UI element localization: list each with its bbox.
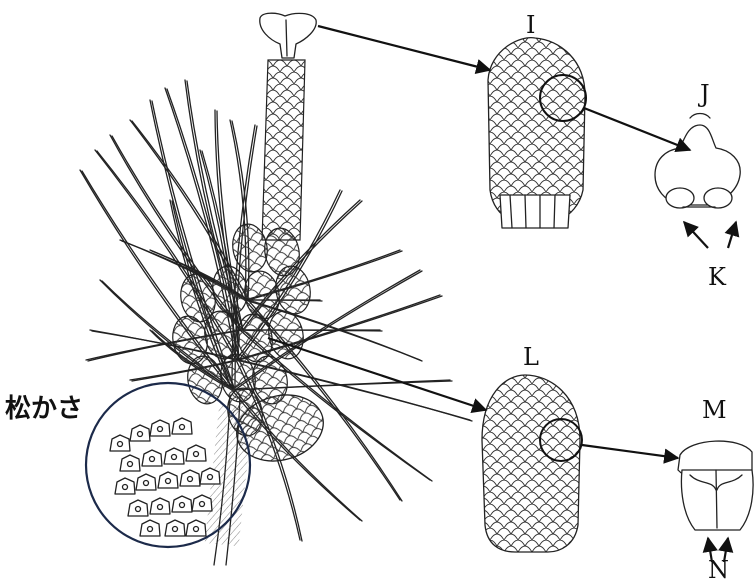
male-scale-detail-j [655,114,740,209]
label-k: K [708,263,727,291]
female-scale-detail-m [678,441,753,530]
label-n: N [708,556,729,580]
label-l: L [523,343,539,371]
label-j: J [697,80,710,108]
connector-arrows [268,26,690,458]
pine-cone-label: 松かさ [5,394,83,424]
open-pine-cone [110,418,220,536]
label-m: M [702,396,727,424]
candle-shoot [260,13,316,240]
label-i: I [526,11,535,39]
pollen-sac-arrows [684,222,736,248]
enlarged-cone-i [488,38,586,228]
enlarged-cone-l [482,375,582,552]
